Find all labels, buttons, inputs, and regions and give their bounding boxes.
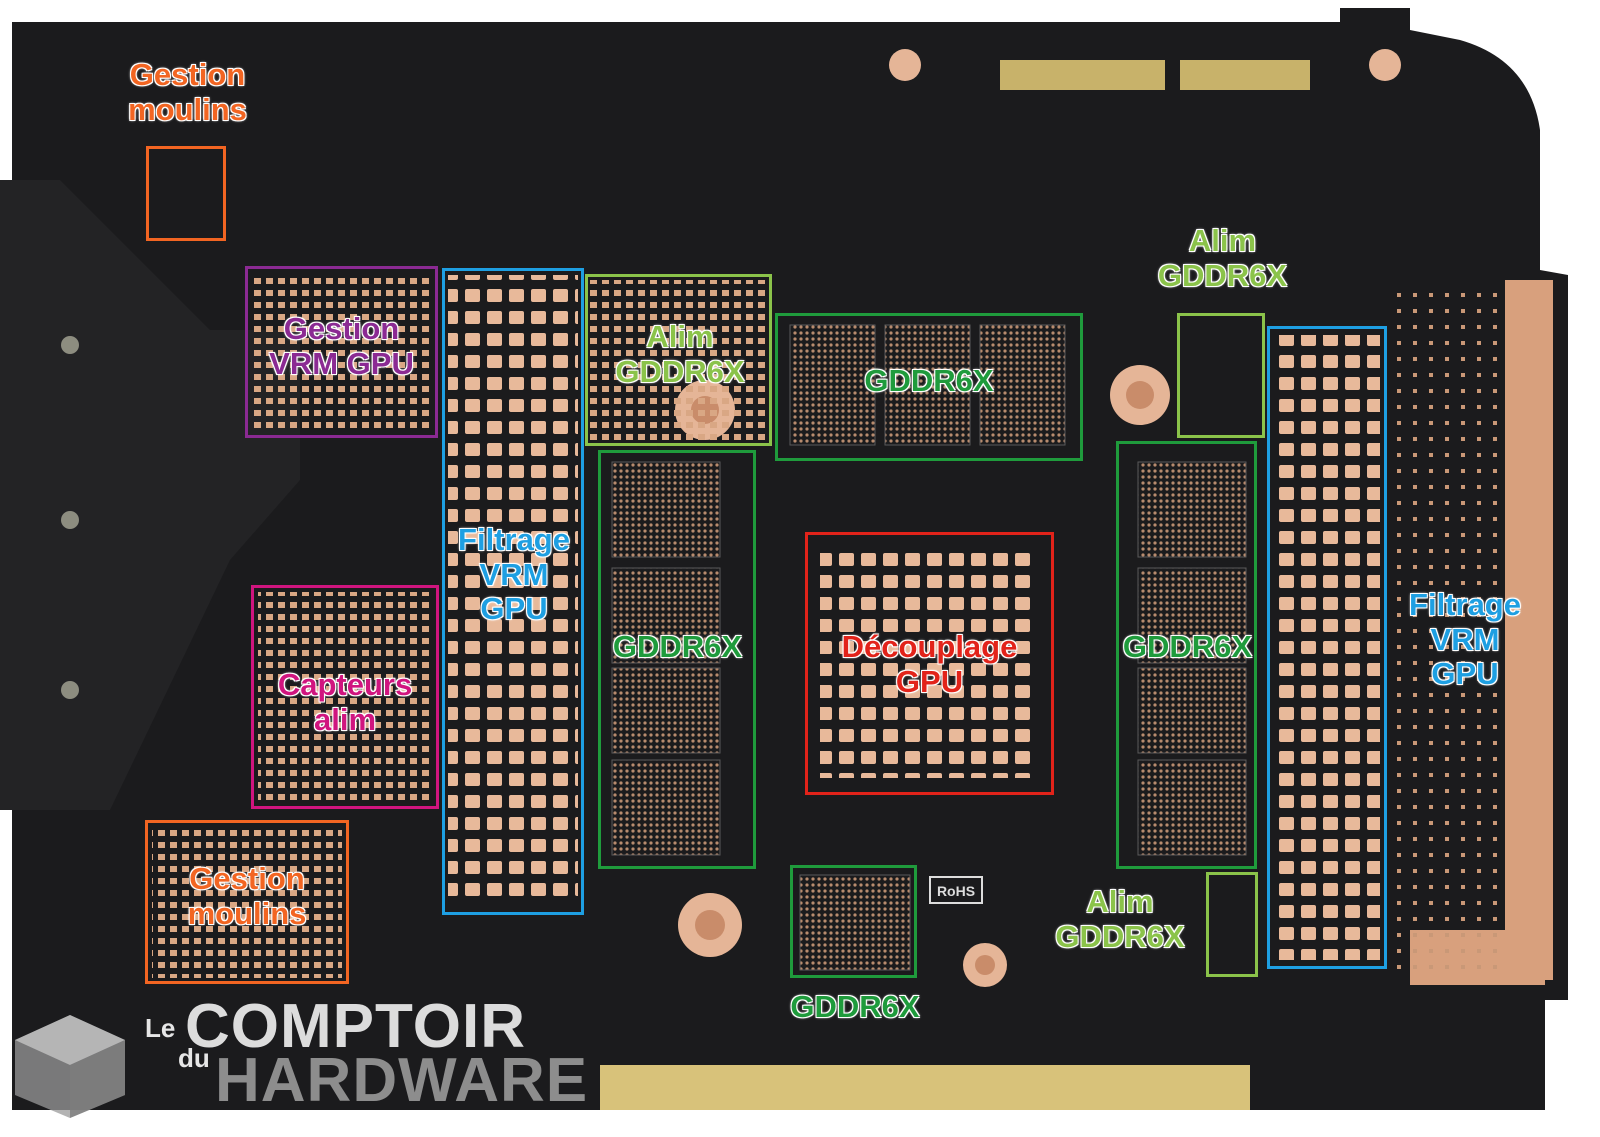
mem-bga	[1137, 759, 1247, 856]
gddr6x-left-label: GDDR6X	[590, 629, 765, 665]
vrm-pads-left	[448, 275, 578, 905]
top-fingers-left	[1000, 60, 1165, 90]
label-line: moulins	[187, 895, 307, 931]
label-line: Filtrage	[1409, 587, 1521, 622]
gddr6x-top-box	[775, 313, 1083, 461]
mem-bga	[611, 567, 721, 664]
label-line: GPU	[1431, 656, 1499, 692]
pcie-fingers	[600, 1065, 1250, 1110]
mem-bga	[611, 759, 721, 856]
gddr6x-right-label: GDDR6X	[1105, 629, 1270, 665]
mem-bga	[1137, 461, 1247, 558]
label-line: GDDR6X	[1055, 918, 1185, 954]
right-copper-strip	[1505, 280, 1553, 980]
gddr6x-right-box	[1116, 441, 1257, 869]
label-line: GDDR6X	[612, 629, 743, 664]
fan-management-bottom-label: Gestion moulins	[145, 861, 349, 931]
mem-bga	[611, 461, 721, 558]
vrm-pads-right	[1275, 335, 1380, 960]
comptoir-hardware-watermark: Le du COMPTOIR HARDWARE	[10, 992, 610, 1125]
label-line: Gestion	[129, 57, 246, 92]
watermark-hardware: HARDWARE	[215, 1046, 589, 1115]
fan-management-bottom-box	[145, 820, 349, 984]
label-line: Gestion	[189, 861, 305, 896]
label-line: Alim	[646, 319, 714, 354]
mem-bga	[789, 324, 876, 446]
label-line: Alim	[1188, 223, 1257, 258]
mem-bga	[799, 874, 911, 971]
label-line: moulins	[128, 91, 247, 127]
alim-gddr6x-top-right-label: Alim GDDR6X	[1130, 223, 1315, 293]
capteurs-alim-box	[251, 585, 439, 809]
mount-hole	[61, 336, 79, 354]
mem-bga	[979, 324, 1066, 446]
label-line: VRM	[479, 556, 549, 592]
label-line: GDDR6X	[790, 989, 920, 1024]
board-cutout-left	[0, 180, 300, 810]
alim-gddr6x-top-right-box	[1177, 313, 1265, 438]
fan-management-top-label: Gestion moulins	[100, 57, 275, 127]
gddr6x-bottom-label: GDDR6X	[760, 989, 950, 1025]
label-line: GPU	[480, 591, 548, 627]
cube-logo-icon	[15, 1015, 125, 1118]
label-line: Gestion	[283, 311, 400, 346]
gpu-decoupling-area	[820, 548, 1035, 778]
label-line: GPU	[895, 663, 964, 699]
label-line: VRM	[1430, 621, 1500, 657]
mount-hole	[61, 681, 79, 699]
mount-hole	[1369, 49, 1401, 81]
label-line: Filtrage	[458, 522, 570, 557]
alim-gddr6x-bottom-right-label: Alim GDDR6X	[1035, 884, 1205, 954]
label-line: GDDR6X	[864, 363, 994, 398]
decouplage-gpu-box	[805, 532, 1054, 795]
label-line: Capteurs	[277, 667, 413, 702]
label-line: VRM GPU	[269, 345, 414, 381]
vrm-mgmt-area	[252, 272, 432, 432]
alim-gddr6x-left-label: Alim GDDR6X	[590, 319, 770, 389]
capteurs-alim-label: Capteurs alim	[251, 667, 439, 737]
alim-area-left	[590, 280, 765, 440]
mem-bga	[1137, 567, 1247, 664]
mount-hole	[889, 49, 921, 81]
vrm-filter-right-box	[1267, 326, 1387, 969]
top-fingers-right	[1180, 60, 1310, 90]
label-line: GDDR6X	[615, 353, 745, 389]
vrm-filter-right-label: Filtrage VRM GPU	[1385, 587, 1545, 692]
mem-bga	[611, 667, 721, 754]
right-misc-area	[1390, 290, 1505, 970]
watermark-comptoir: COMPTOIR	[185, 992, 526, 1061]
gddr6x-left-box	[598, 450, 756, 869]
label-line: Alim	[1086, 884, 1154, 919]
alim-gddr6x-bottom-right-box	[1206, 872, 1258, 977]
mem-bga	[1137, 667, 1247, 754]
label-line: alim	[313, 701, 377, 737]
alim-gddr6x-left-box	[585, 274, 772, 446]
fan-area-bottom	[152, 826, 342, 978]
gddr6x-top-label: GDDR6X	[775, 363, 1083, 399]
fan-management-top-box	[146, 146, 226, 241]
watermark-le: Le	[145, 1013, 176, 1043]
vrm-management-label: Gestion VRM GPU	[245, 311, 438, 381]
label-line: GDDR6X	[1122, 629, 1253, 664]
watermark-du: du	[178, 1043, 210, 1073]
rohs-text: RoHS	[937, 883, 975, 899]
label-line: Découplage	[841, 629, 1018, 664]
vrm-filter-left-label: Filtrage VRM GPU	[435, 522, 593, 627]
rohs-mark	[929, 876, 983, 904]
label-line: GDDR6X	[1157, 257, 1288, 293]
gddr6x-bottom-box	[790, 865, 917, 978]
mem-bga	[884, 324, 971, 446]
decouplage-gpu-label: Découplage GPU	[805, 629, 1054, 699]
mount-hole	[61, 511, 79, 529]
vrm-management-box	[245, 266, 438, 438]
vrm-filter-left-box	[442, 268, 584, 915]
sensors-area	[258, 592, 430, 802]
